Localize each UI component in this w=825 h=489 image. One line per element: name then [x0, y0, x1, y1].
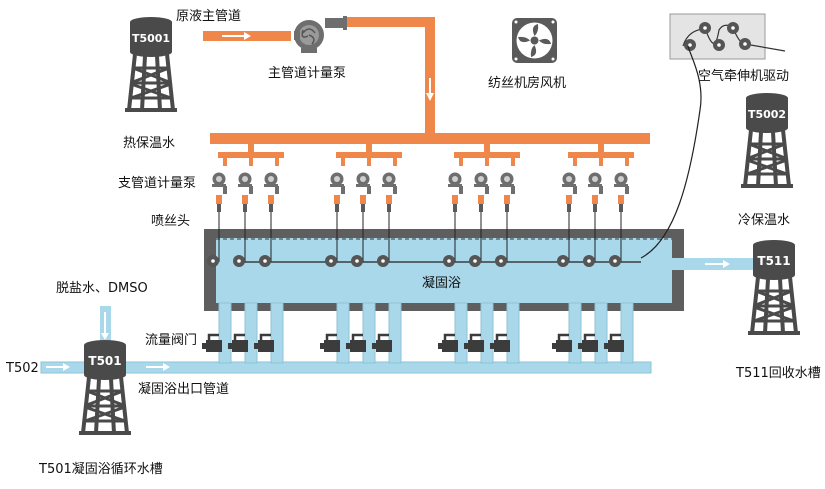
flow-valve-label: 流量阀门 — [145, 333, 198, 348]
guide-roller-icon — [259, 255, 271, 267]
branch-metering-pump-icon — [212, 172, 226, 187]
guide-roller-icon — [557, 255, 569, 267]
guide-roller-icon — [443, 255, 455, 267]
branch-manifold — [218, 152, 284, 158]
main-pump-label: 主管道计量泵 — [268, 66, 347, 81]
tank-t5002-label: T5002 — [748, 108, 786, 121]
tank-t5001-label: T5001 — [132, 32, 170, 45]
branch-pump-label: 支管道计量泵 — [118, 176, 197, 191]
fan-label: 纺丝机房风机 — [488, 76, 567, 91]
air-stretcher-drive — [640, 13, 786, 259]
fiber-path — [207, 212, 641, 267]
spinneret-icon — [452, 195, 458, 212]
hot-water-label: 热保温水 — [123, 136, 176, 151]
raw-liquid-main-pipe-label: 原液主管道 — [176, 9, 242, 24]
spinneret-icon — [334, 195, 340, 212]
spinning-room-fan-icon — [512, 18, 557, 63]
t502-label: T502 — [6, 361, 39, 376]
air-stretcher-label: 空气牵伸机驱动 — [698, 69, 790, 84]
guide-roller-icon — [325, 255, 337, 267]
branch-metering-pump-icon — [264, 172, 278, 187]
tank-t501: T501 — [77, 338, 133, 437]
spinneret-icon — [242, 195, 248, 212]
spinneret-label: 喷丝头 — [151, 214, 191, 229]
t501-tank-label: T501凝固浴循环水槽 — [39, 462, 163, 477]
tank-t5002: T5002 — [739, 91, 795, 190]
coagulation-bath — [204, 229, 760, 311]
coagulation-bath-label: 凝固浴 — [422, 276, 462, 291]
t511-tank-label: T511回收水槽 — [736, 366, 821, 381]
spinneret-icon — [618, 195, 624, 212]
branch-metering-pump-icon — [382, 172, 396, 187]
raw-liquid-main-pipe — [203, 31, 291, 41]
branch-metering-pump-icon — [330, 172, 344, 187]
flow-valves — [200, 302, 634, 364]
branch-pipes — [212, 144, 634, 212]
branch-metering-pump-icon — [562, 172, 576, 187]
branch-manifold — [336, 152, 402, 158]
branch-manifold — [568, 152, 634, 158]
spinneret-icon — [268, 195, 274, 212]
spinneret-icon — [216, 195, 222, 212]
guide-roller-icon — [351, 255, 363, 267]
guide-roller-icon — [377, 255, 389, 267]
tank-t511: T511 — [746, 238, 802, 337]
spinneret-icon — [504, 195, 510, 212]
spinneret-icon — [478, 195, 484, 212]
guide-roller-icon — [583, 255, 595, 267]
branch-metering-pump-icon — [500, 172, 514, 187]
spinneret-icon — [592, 195, 598, 212]
outlet-pipe-label: 凝固浴出口管道 — [138, 382, 230, 397]
desalted-water-label: 脱盐水、DMSO — [56, 281, 148, 296]
main-orange-pipe — [210, 17, 650, 144]
guide-roller-icon — [469, 255, 481, 267]
branch-metering-pump-icon — [474, 172, 488, 187]
spinneret-icon — [386, 195, 392, 212]
tank-t511-label: T511 — [757, 254, 790, 268]
guide-roller-icon — [495, 255, 507, 267]
guide-roller-icon — [207, 255, 219, 267]
cold-water-label: 冷保温水 — [738, 213, 791, 228]
guide-roller-icon — [609, 255, 621, 267]
main-pipe-metering-pump — [294, 16, 347, 53]
guide-roller-icon — [233, 255, 245, 267]
branch-metering-pump-icon — [238, 172, 252, 187]
branch-metering-pump-icon — [356, 172, 370, 187]
tank-t501-label: T501 — [88, 354, 121, 368]
branch-manifold — [454, 152, 520, 158]
branch-metering-pump-icon — [448, 172, 462, 187]
spinneret-icon — [360, 195, 366, 212]
spinneret-icon — [566, 195, 572, 212]
branch-metering-pump-icon — [614, 172, 628, 187]
tank-t5001: T5001 — [123, 15, 179, 114]
branch-metering-pump-icon — [588, 172, 602, 187]
